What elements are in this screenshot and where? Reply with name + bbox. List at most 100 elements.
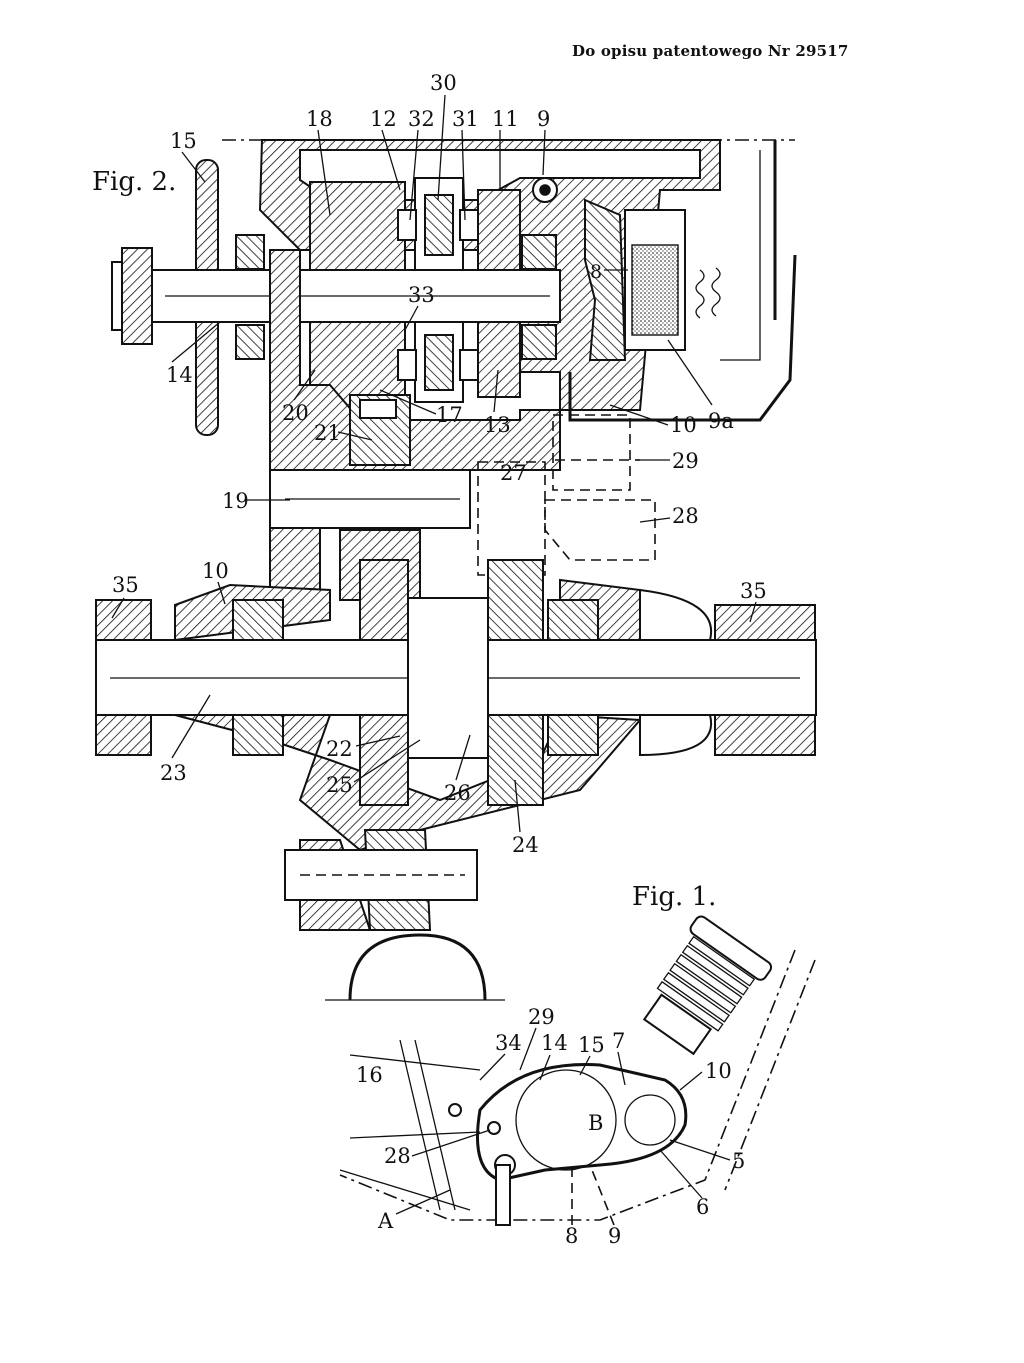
bearing-out-l-b: [232, 714, 284, 756]
bearing-out-l: [232, 599, 284, 641]
callout-26: 26: [444, 781, 471, 805]
callout-27: 27: [500, 461, 527, 485]
fig1-leaders: [395, 1027, 731, 1226]
callout-17: 17: [436, 403, 463, 427]
patent-header: Do opisu patentowego Nr 29517: [572, 42, 849, 60]
callout-35-right: 35: [740, 579, 767, 603]
callout-33: 33: [408, 283, 435, 307]
clutch-spring: [695, 269, 705, 319]
bearing-out-r: [547, 599, 599, 641]
gear-22-top: [359, 559, 409, 641]
callout-15: 15: [170, 129, 197, 153]
clutch-cover: [720, 150, 761, 361]
bearing-ul: [235, 234, 265, 270]
callout-f1-28: 28: [384, 1144, 411, 1168]
frame-seat-tube: [399, 1039, 441, 1211]
callout-f1-34: 34: [495, 1031, 522, 1055]
gear-22-bottom: [359, 714, 409, 806]
selector-29: [552, 414, 631, 491]
clutch-spring-2: [711, 267, 721, 317]
callout-29: 29: [672, 449, 699, 473]
crank-circle: [624, 1094, 676, 1146]
fig2-leaders: [111, 94, 757, 833]
selector-28: [544, 499, 656, 561]
needle-31: [459, 209, 479, 241]
callout-f1-16: 16: [356, 1063, 383, 1087]
callout-31: 31: [452, 107, 479, 131]
callout-32: 32: [408, 107, 435, 131]
callout-28: 28: [672, 504, 699, 528]
fig1-label: Fig. 1.: [632, 882, 716, 912]
callout-8: 8: [590, 261, 602, 283]
fig1-view: [339, 915, 816, 1226]
callout-18: 18: [306, 107, 333, 131]
callout-25: 25: [326, 773, 353, 797]
hub-35-right-top: [714, 604, 816, 641]
callout-f1-8: 8: [565, 1224, 578, 1248]
gear-11-upper: [477, 189, 521, 271]
fig2-callouts: 30 18 12 32 31 11 9 15 8 33 14 20 17 13 …: [112, 71, 767, 857]
callout-f1-5: 5: [732, 1149, 745, 1173]
clutch-bell: [568, 254, 797, 422]
callout-24: 24: [512, 833, 539, 857]
gear-30-teeth: [424, 194, 454, 256]
flywheel-circle: [515, 1069, 617, 1171]
selector-27: [477, 461, 546, 576]
hub-35-right-bottom: [714, 714, 816, 756]
callout-11: 11: [492, 107, 519, 131]
gear-30-teeth-lower: [424, 334, 454, 391]
gear-13: [477, 321, 521, 398]
callout-14: 14: [166, 363, 193, 387]
callout-35-left: 35: [112, 573, 139, 597]
callout-f1-A: A: [377, 1209, 394, 1233]
callout-9: 9: [537, 107, 550, 131]
callout-12: 12: [370, 107, 397, 131]
bearing-lr: [521, 324, 557, 360]
ball-9-core: [539, 184, 551, 196]
callout-f1-6: 6: [696, 1195, 709, 1219]
fig2-section: [95, 139, 817, 1001]
fig2-label: Fig. 2.: [92, 167, 176, 197]
dog-clutch: [407, 597, 489, 759]
kick-lever: [495, 1164, 511, 1226]
bearing-ur: [521, 234, 557, 270]
cable-16: [349, 1054, 481, 1071]
bearing-out-r-b: [547, 714, 599, 756]
callout-f1-9: 9: [608, 1224, 621, 1248]
callout-f1-15: 15: [578, 1033, 605, 1057]
crankcase: [476, 1063, 688, 1182]
clutch-plates: [631, 244, 679, 336]
needle-31-lower: [459, 349, 479, 381]
pivot-28: [487, 1121, 501, 1135]
frame-tube: [348, 933, 487, 1001]
callout-f1-29: 29: [528, 1005, 555, 1029]
callout-20: 20: [282, 401, 309, 425]
frame-rear-fork: [339, 1169, 471, 1211]
callout-10-lower: 10: [202, 559, 229, 583]
cap-right-top: [639, 588, 713, 641]
callout-19: 19: [222, 489, 249, 513]
callout-13: 13: [484, 413, 511, 437]
callout-f1-B: B: [588, 1111, 603, 1135]
engine-cylinder: [642, 915, 773, 1056]
fig1-callouts: 29 34 14 15 7 16 10 B 28 5 A 6 8 9: [356, 1005, 745, 1248]
callout-9a: 9a: [708, 409, 734, 433]
callout-f1-10: 10: [705, 1059, 732, 1083]
callout-f1-14: 14: [541, 1031, 568, 1055]
clutch-lever: [584, 198, 627, 361]
hub-35-left-top: [95, 599, 152, 641]
cap-right-bottom: [639, 714, 713, 757]
callout-22: 22: [326, 737, 353, 761]
callout-30: 30: [430, 71, 457, 95]
callout-10: 10: [670, 413, 697, 437]
callout-f1-7: 7: [612, 1029, 625, 1053]
gear-12-upper: [309, 181, 406, 271]
callout-23: 23: [160, 761, 187, 785]
rod-line: [349, 1131, 481, 1139]
gear-24-top: [487, 559, 544, 641]
frame-down-tube: [339, 949, 796, 1221]
shaft-washer: [121, 247, 153, 345]
hub-35-left-bottom: [95, 714, 152, 756]
